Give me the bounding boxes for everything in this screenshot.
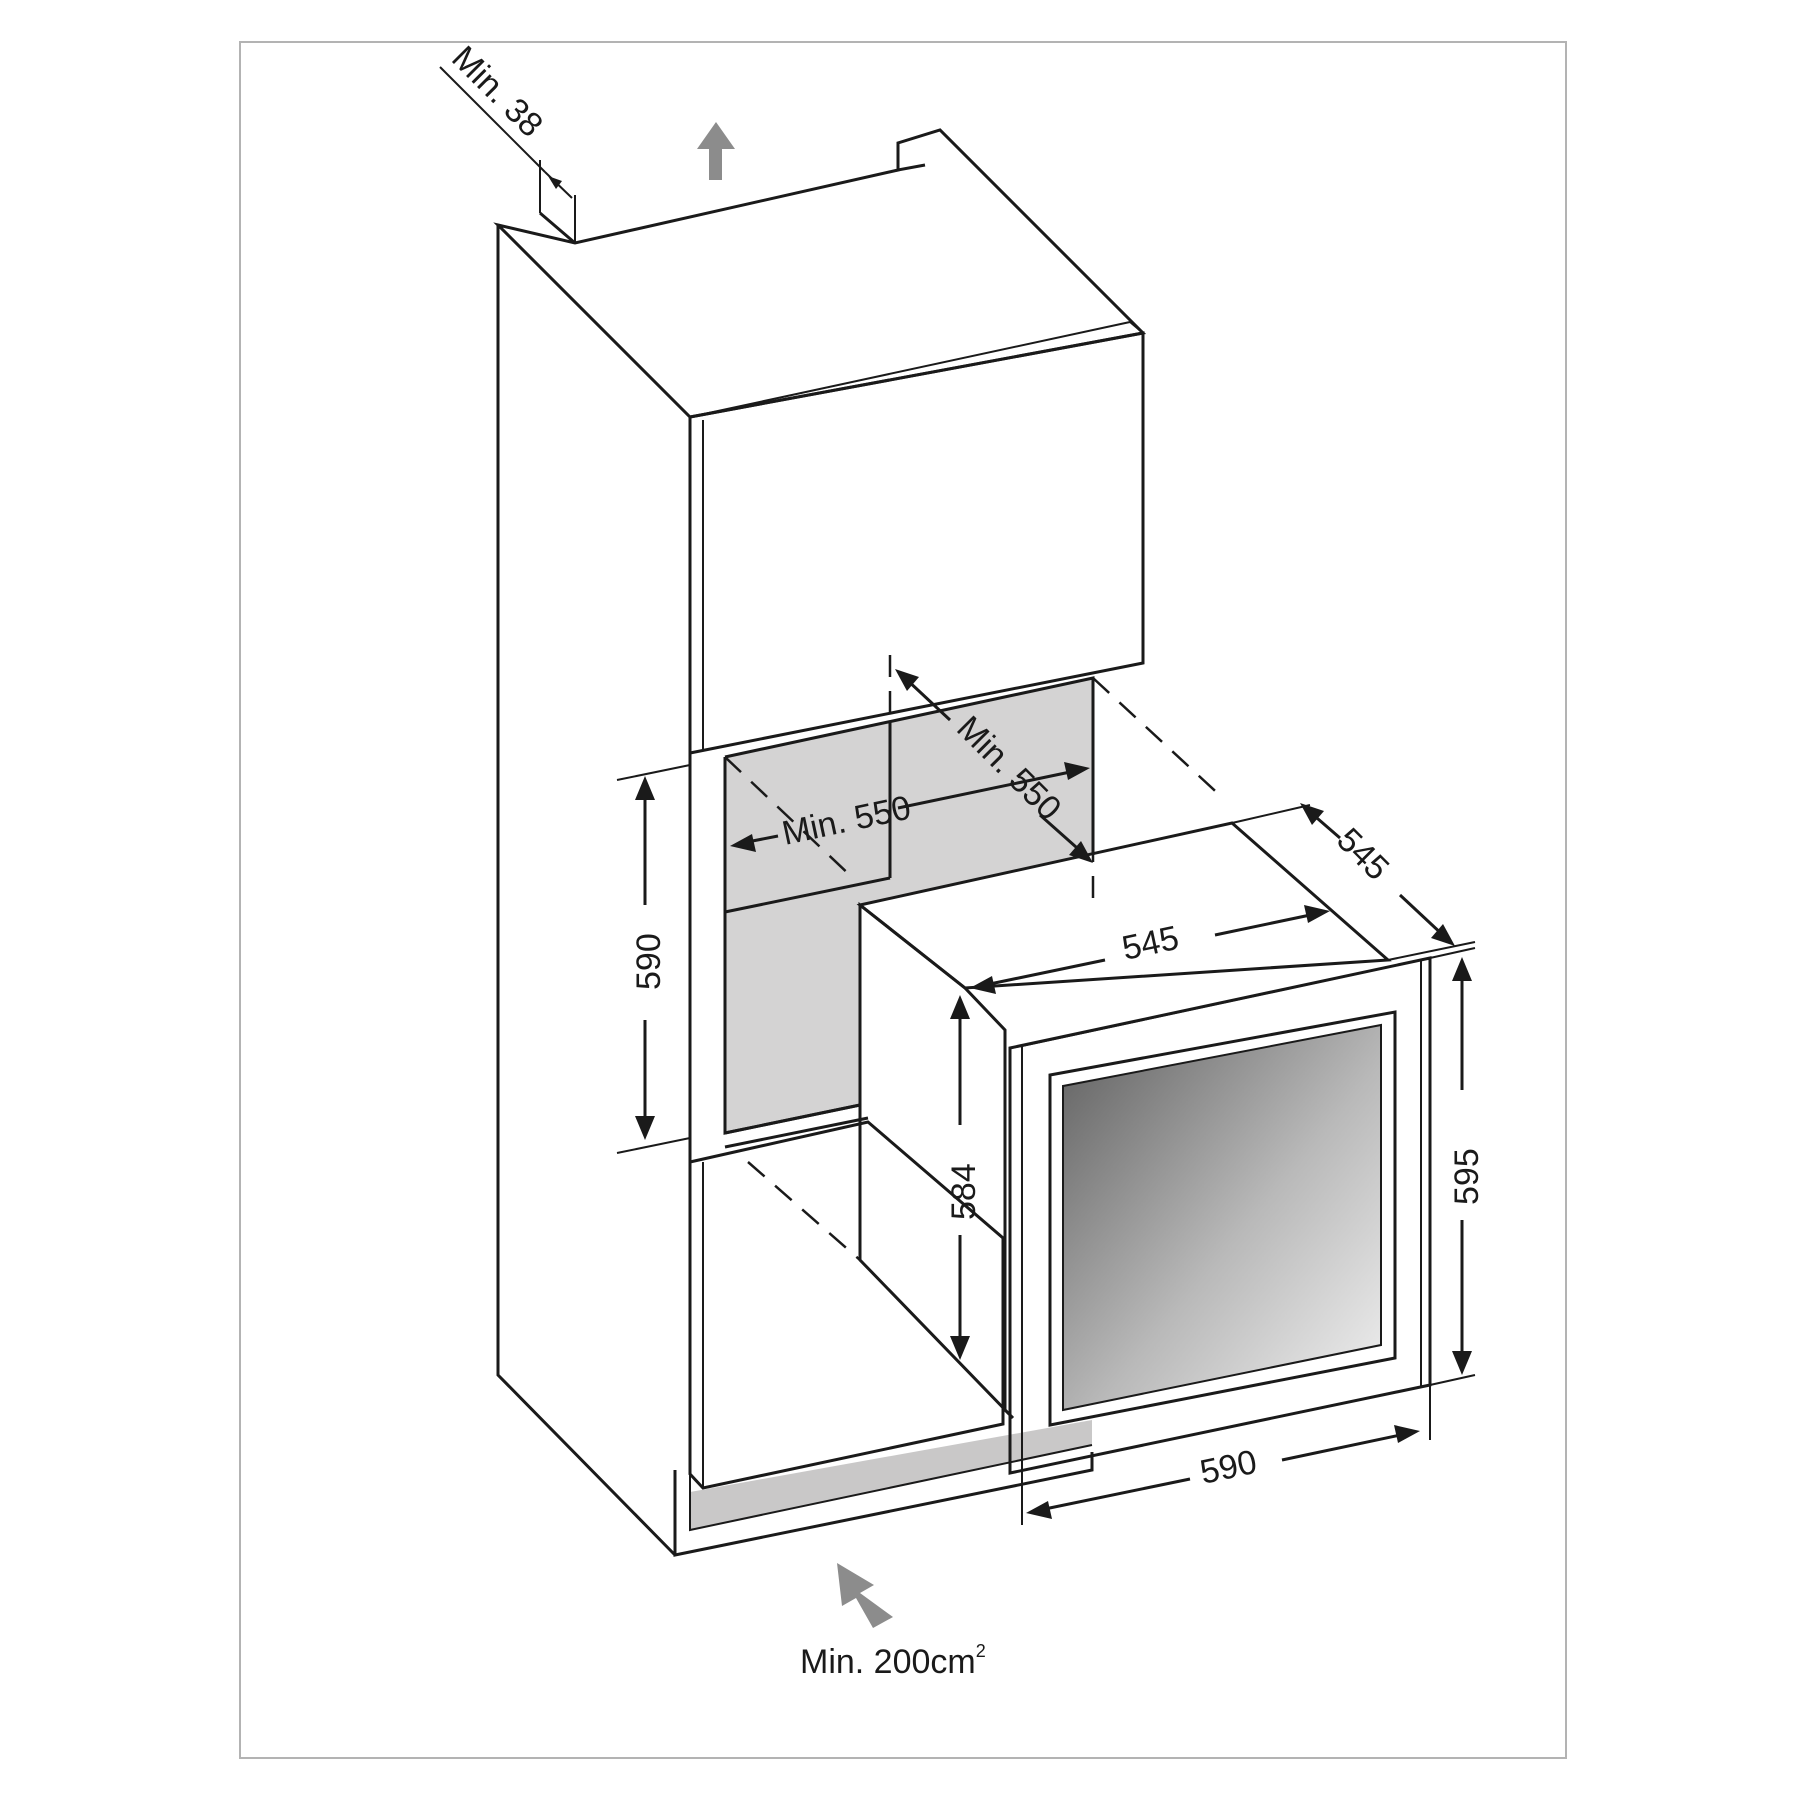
vent-area — [690, 1420, 1092, 1530]
min550w-arrow-left — [730, 834, 756, 852]
door-frame-inner — [1048, 1010, 1397, 1427]
dim590v-arrow-top — [635, 776, 655, 800]
min550w-arrow-right — [1064, 762, 1090, 780]
label-vent-sup: 2 — [976, 1641, 986, 1661]
min550d-arrow-bottom — [1069, 841, 1093, 863]
label-height-590: 590 — [630, 933, 668, 990]
label-vent-main: Min. 200cm — [800, 1643, 976, 1681]
dim545d-ext-a — [1231, 804, 1311, 824]
dim590h-line-b — [1281, 1432, 1406, 1462]
niche-bottom-line — [724, 1103, 861, 1135]
dim590v-ext-bottom — [616, 1137, 691, 1154]
dashed-guides — [724, 655, 1226, 1261]
plinth-inner — [689, 1444, 1093, 1532]
niche-shelf-line — [724, 876, 891, 914]
dim545d-line-b — [1398, 893, 1447, 939]
airflow — [697, 122, 893, 1628]
dim595-ext-bottom — [1429, 1374, 1476, 1386]
door-inner-edge — [1021, 958, 1422, 1387]
dash-niche-diag — [724, 756, 856, 881]
niche-back — [725, 678, 1093, 1133]
dim584-arrow-bottom — [950, 1336, 970, 1360]
tall-cabinet — [493, 128, 1147, 1557]
dim590h-arrow-right — [1394, 1425, 1420, 1443]
min550d-line-a — [903, 676, 952, 722]
min550w-line-b — [897, 769, 1076, 810]
dim584-arrow-top — [950, 995, 970, 1019]
min38-arrow — [548, 176, 562, 189]
appliance — [856, 821, 1432, 1475]
label-vent: Min. 200cm2 — [800, 1641, 986, 1681]
page-frame — [239, 41, 1567, 1759]
dim545w-line-b — [1214, 912, 1316, 937]
dim545w-arrow-left — [970, 976, 996, 994]
dim545d-arrow-bottom — [1431, 924, 1455, 946]
dim545d-ext-b — [1387, 941, 1476, 961]
dim545w-line-a — [984, 958, 1106, 987]
dim590h-line-a — [1039, 1477, 1191, 1512]
niche-bottom-floor — [724, 1116, 869, 1149]
dim545d-arrow-top — [1300, 803, 1324, 825]
upper-top-corner — [1129, 321, 1144, 334]
min38-leader — [439, 66, 546, 173]
top-notch-right — [896, 143, 926, 172]
door-glass — [1062, 1023, 1382, 1412]
appliance-top-corner — [964, 987, 1006, 1031]
label-height-584: 584 — [945, 1163, 983, 1220]
plinth-outline — [673, 1452, 1094, 1557]
min550d-arrow-top — [895, 669, 919, 691]
dim545w-arrow-right — [1304, 905, 1330, 923]
label-height-595: 595 — [1448, 1148, 1486, 1205]
dim590v-arrow-bottom — [635, 1116, 655, 1140]
dim590v-ext-top — [616, 764, 691, 781]
upper-front-panel — [688, 331, 1145, 755]
dash-bottom-left — [747, 1161, 861, 1261]
air-in-arrow — [837, 1563, 893, 1628]
dim595-ext-top — [1429, 947, 1476, 959]
upper-top-edge — [689, 321, 1131, 418]
dim590h-arrow-left — [1026, 1501, 1052, 1519]
top-notch-edge — [539, 211, 576, 245]
air-out-arrow — [697, 122, 735, 180]
dim595-arrow-top — [1452, 957, 1472, 981]
cabinet-left-side — [496, 225, 677, 1557]
dash-top-right — [1092, 677, 1226, 801]
dimensions — [439, 66, 1476, 1525]
dim595-arrow-bottom — [1452, 1351, 1472, 1375]
